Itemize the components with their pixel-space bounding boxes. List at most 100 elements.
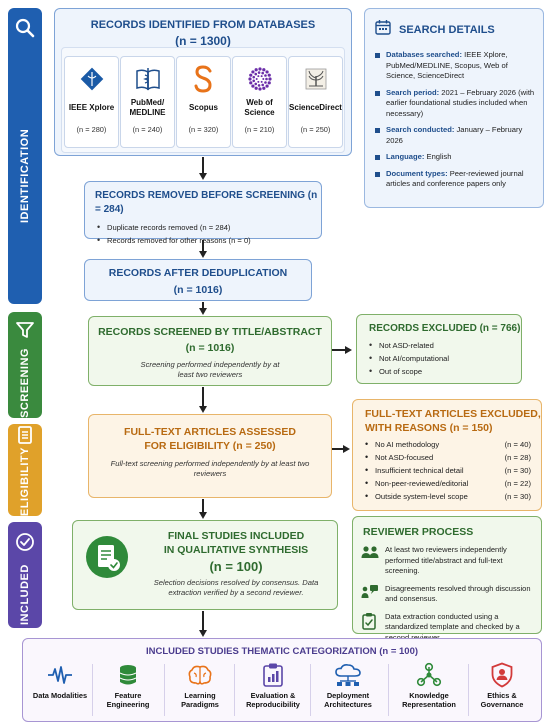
database-pubmed: PubMed/ MEDLINE (n = 240) [120, 56, 175, 148]
reviewer-process-box: REVIEWER PROCESS At least two reviewers … [352, 516, 542, 642]
fulltext-note: Full-text screening performed independen… [110, 459, 310, 478]
final-included-box: FINAL STUDIES INCLUDED IN QUALITATIVE SY… [72, 520, 338, 610]
flow-arrow [202, 302, 204, 309]
database-count: (n = 250) [300, 125, 331, 134]
check-circle-icon [8, 522, 42, 562]
database-count: (n = 320) [188, 125, 219, 134]
screened-box: RECORDS SCREENED BY TITLE/ABSTRACT (n = … [88, 316, 332, 386]
category-label: Feature Engineering [106, 691, 150, 709]
search-icon [8, 8, 42, 48]
search-detail-label: Search period: [386, 87, 440, 97]
search-detail-row: Search period: 2021 – February 2026 (wit… [375, 88, 535, 120]
list-item: Not AI/computational [369, 352, 521, 365]
search-detail-label: Document types: [386, 168, 448, 178]
excluded-box: RECORDS EXCLUDED (n = 766) Not ASD-relat… [356, 314, 522, 384]
search-detail-text: January – February 2026 [386, 125, 523, 145]
flow-arrow [202, 387, 204, 407]
excluded-title: RECORDS EXCLUDED (n = 766) [369, 323, 521, 334]
cloud-network-icon [313, 661, 383, 689]
screened-count: (n = 1016) [185, 342, 235, 354]
reviewer-text: At least two reviewers independently per… [385, 545, 507, 575]
database-name: IEEE Xplore [68, 103, 115, 112]
screened-note: Screening performed independently by at … [140, 360, 280, 379]
database-ieee: IEEE Xplore (n = 280) [64, 56, 119, 148]
category-ethics: Ethics & Governance [472, 661, 532, 709]
records-identified-title: RECORDS IDENTIFIED FROM DATABASES [90, 19, 316, 31]
records-identified-count: (n = 1300) [175, 34, 231, 48]
scopus-logo-icon [177, 61, 230, 97]
exclusion-row: Outside system-level scope(n = 30) [365, 490, 531, 503]
waveform-icon [30, 661, 90, 689]
sciencedirect-logo-icon [289, 61, 342, 97]
category-label: Knowledge Representation [402, 691, 456, 709]
search-detail-text: Peer-reviewed journal articles and confe… [386, 168, 524, 189]
category-label: Deployment Architectures [324, 691, 372, 709]
stage-identification-label: IDENTIFICATION [19, 128, 31, 224]
stage-eligibility-label: ELIGIBILITY [19, 446, 31, 516]
after-dedup-count: (n = 1016) [173, 284, 223, 296]
category-deployment: Deployment Architectures [313, 661, 383, 709]
final-count: (n = 100) [209, 559, 263, 574]
exclusion-row: Non-peer-reviewed/editorial(n = 22) [365, 477, 531, 490]
included-document-icon [85, 535, 129, 584]
category-label: Ethics & Governance [480, 691, 524, 709]
pubmed-logo-icon [121, 61, 174, 97]
list-item: Not ASD-related [369, 339, 521, 352]
database-name: Scopus [189, 103, 218, 112]
flow-arrow [202, 611, 204, 631]
reviewer-text: Data extraction conducted using a standa… [385, 611, 520, 642]
flow-arrow [202, 157, 204, 174]
exclusion-row: Not ASD-focused(n = 28) [365, 451, 531, 464]
stage-eligibility: ELIGIBILITY [8, 424, 42, 516]
search-detail-row: Search conducted: January – February 202… [375, 125, 535, 146]
reviewer-process-title: REVIEWER PROCESS [363, 526, 474, 538]
final-note: Selection decisions resolved by consensu… [153, 578, 319, 597]
brain-icon [170, 661, 230, 689]
flow-arrow [332, 448, 344, 450]
exclusion-row: No AI methodology(n = 40) [365, 438, 531, 451]
search-detail-text: 2021 – February 2026 (with earlier found… [386, 87, 535, 118]
document-icon [8, 424, 42, 447]
database-name: ScienceDirect [289, 103, 342, 112]
stage-included-label: INCLUDED [19, 564, 31, 626]
category-data-modalities: Data Modalities [30, 661, 90, 700]
clipboard-chart-icon [240, 661, 306, 689]
final-title-2: IN QUALITATIVE SYNTHESIS [163, 544, 309, 556]
database-name: PubMed/ MEDLINE [129, 98, 166, 117]
fulltext-excluded-box: FULL-TEXT ARTICLES EXCLUDED, WITH REASON… [352, 399, 542, 511]
fulltext-excluded-title: FULL-TEXT ARTICLES EXCLUDED, [365, 408, 541, 420]
database-icon [98, 661, 158, 689]
fulltext-title-2: FOR ELIGIBILITY (n = 250) [144, 440, 276, 452]
stage-included: INCLUDED [8, 522, 42, 628]
flow-arrow [202, 499, 204, 513]
shield-person-icon [472, 661, 532, 689]
users-icon [361, 545, 379, 564]
after-dedup-box: RECORDS AFTER DEDUPLICATION (n = 1016) [84, 259, 312, 301]
search-detail-row: Databases searched: IEEE Xplore, PubMed/… [375, 50, 535, 82]
database-count: (n = 280) [76, 125, 107, 134]
flow-arrow [202, 240, 204, 252]
fulltext-title: FULL-TEXT ARTICLES ASSESSED [124, 426, 296, 438]
categorization-title: INCLUDED STUDIES THEMATIC CATEGORIZATION… [145, 646, 419, 657]
search-details-title: SEARCH DETAILS [399, 23, 495, 36]
search-detail-label: Language: [386, 152, 425, 161]
search-detail-row: Document types: Peer-reviewed journal ar… [375, 169, 535, 190]
list-item: Out of scope [369, 365, 521, 378]
wos-logo-icon [233, 61, 286, 97]
final-title: FINAL STUDIES INCLUDED [167, 530, 305, 542]
graph-nodes-icon [392, 661, 466, 689]
flow-arrow [332, 349, 346, 351]
records-removed-title: RECORDS REMOVED BEFORE SCREENING (n = 28… [95, 190, 318, 215]
category-label: Data Modalities [32, 691, 88, 700]
fulltext-box: FULL-TEXT ARTICLES ASSESSED FOR ELIGIBIL… [88, 414, 332, 498]
database-sciencedirect: ScienceDirect (n = 250) [288, 56, 343, 148]
search-detail-label: Databases searched: [386, 50, 462, 59]
chat-icon [361, 584, 379, 605]
clipboard-check-icon [361, 612, 379, 635]
reviewer-row: Disagreements resolved through discussio… [361, 584, 533, 605]
category-feature-engineering: Feature Engineering [98, 661, 158, 709]
reviewer-text: Disagreements resolved through discussio… [385, 583, 531, 604]
category-label: Learning Paradigms [181, 691, 219, 709]
ieee-logo-icon [65, 61, 118, 97]
database-count: (n = 210) [244, 125, 275, 134]
